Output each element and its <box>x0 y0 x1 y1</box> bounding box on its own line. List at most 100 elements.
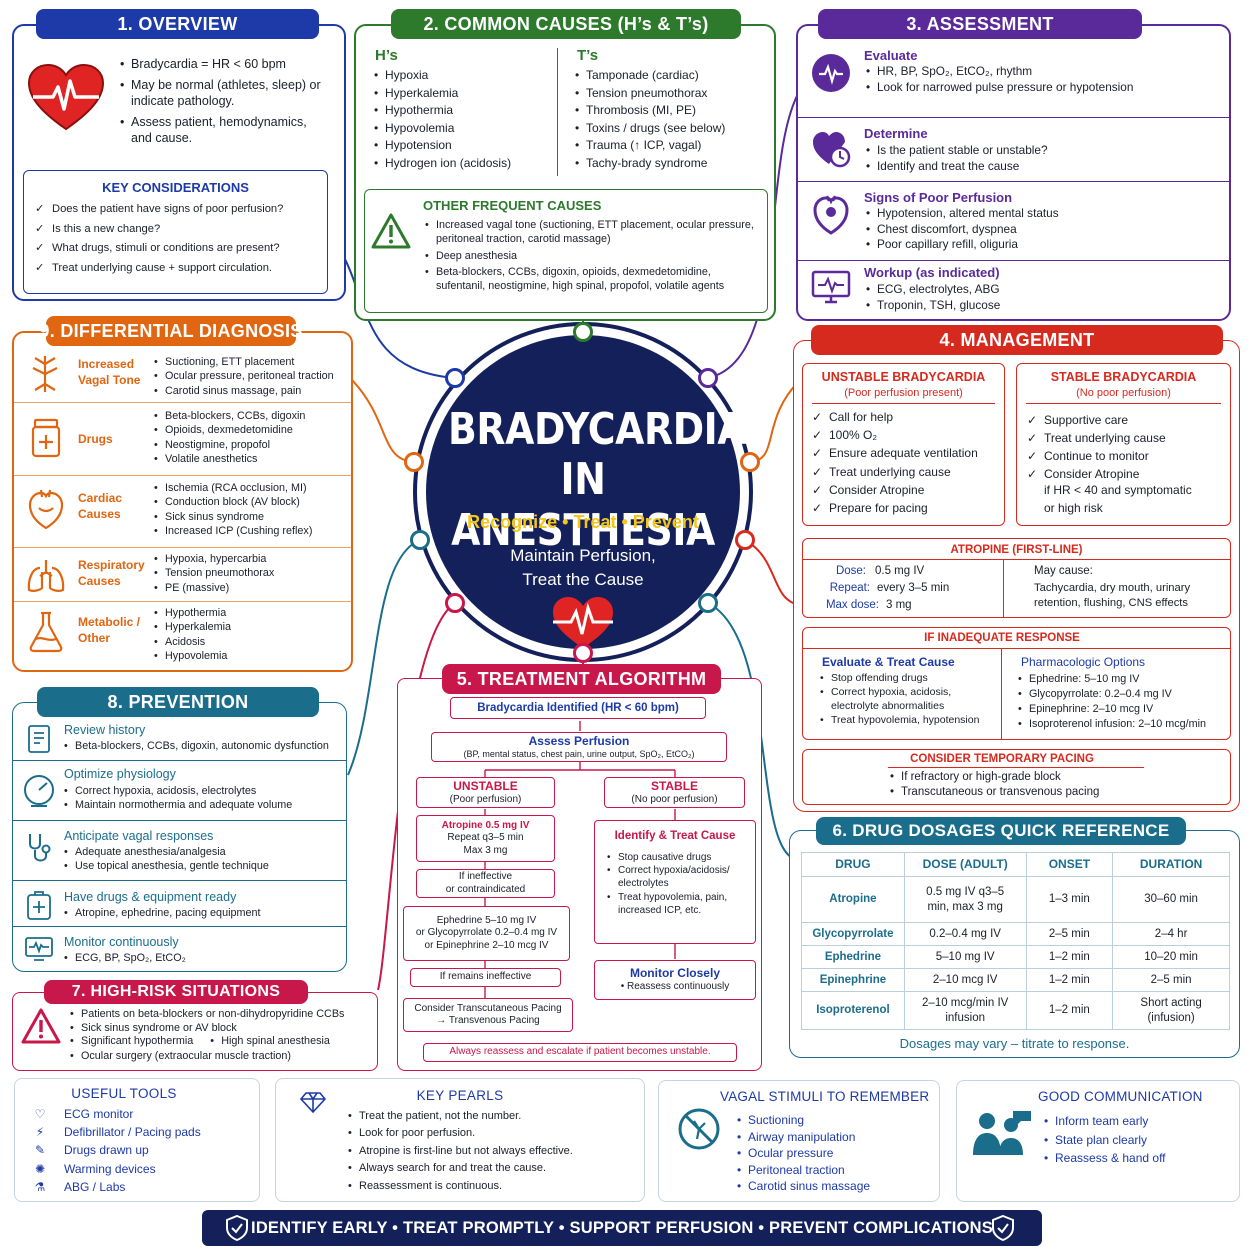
prevention-item: Adequate anesthesia/analgesia <box>62 845 344 860</box>
stable-item-cont: or high risk <box>1044 501 1103 515</box>
vagal-list: Suctioning Airway manipulation Ocular pr… <box>735 1112 935 1195</box>
algo-start-text: Bradycardia Identified (HR < 60 bpm) <box>477 701 679 714</box>
vagal-item: Peritoneal traction <box>735 1162 935 1179</box>
pearl-item: Look for poor perfusion. <box>346 1125 636 1143</box>
ring-node <box>573 643 593 663</box>
algo-pacing-line: Consider Transcutaneous Pacing <box>414 1002 562 1014</box>
ddx-section-title: Cardiac Causes <box>78 491 123 522</box>
h-item: Hypovolemia <box>372 120 552 138</box>
algo-ineffective-line: If ineffective <box>458 871 513 882</box>
center-heart-icon <box>550 595 616 651</box>
prevention-section-title: Review history <box>64 723 146 737</box>
pearl-item: Reassessment is continuous. <box>346 1178 636 1196</box>
stable-title: STABLE BRADYCARDIA <box>1050 370 1197 384</box>
drug-cell: 2–4 hr <box>1112 922 1230 946</box>
tool-item: Defibrillator / Pacing pads <box>64 1125 201 1140</box>
algo-remains-box: If remains ineffective <box>410 968 561 987</box>
tools-icons: ♡⚡✎✺⚗ <box>30 1105 50 1196</box>
lungs-icon <box>24 555 68 597</box>
dose-value: 0.5 mg IV <box>875 565 925 577</box>
vagal-nerve-icon <box>22 352 68 396</box>
pacing-underline <box>888 767 1144 768</box>
ddx-item: Hypoxia, hypercarbia <box>152 552 350 567</box>
stable-item-cont: if HR < 40 and symptomatic <box>1044 483 1192 497</box>
syringe-icon: ✎ <box>34 1143 46 1158</box>
algo-pacing-line: → Transvenous Pacing <box>436 1015 540 1026</box>
drug-note: Dosages may vary – titrate to response. <box>899 1036 1130 1051</box>
evaluate-list: HR, BP, SpO₂, EtCO₂, rhythm Look for nar… <box>864 64 1224 95</box>
gauge-icon <box>20 772 58 810</box>
ddx-item: Increased ICP (Cushing reflex) <box>152 524 350 539</box>
communication-list: Inform team early State plan clearly Rea… <box>1042 1112 1232 1168</box>
ddx-item: Carotid sinus massage, pain <box>152 384 350 399</box>
drug-cell: 2–10 mcg IV <box>903 968 1027 992</box>
t-item: Thrombosis (MI, PE) <box>573 102 768 120</box>
center-title-line1: BRADYCARDIA <box>447 404 747 455</box>
algo-stable-sub: (No poor perfusion) <box>631 793 718 805</box>
table-row: Glycopyrrolate 0.2–0.4 mg IV 2–5 min 2–4… <box>801 922 1230 946</box>
prevention-list: Beta-blockers, CCBs, digoxin, autonomic … <box>62 739 344 754</box>
unstable-item: Call for help <box>812 408 1002 426</box>
t-item: Toxins / drugs (see below) <box>573 120 768 138</box>
algo-atropine-line: Atropine 0.5 mg IV <box>441 819 530 831</box>
atropine-divider-h <box>802 559 1231 560</box>
algo-identify-list: Stop causative drugs Correct hypoxia/aci… <box>605 851 751 917</box>
assessment-item: ECG, electrolytes, ABG <box>864 282 1224 298</box>
algo-pressor-line: or Glycopyrrolate 0.2–0.4 mg IV <box>415 927 558 939</box>
key-item: What drugs, stimuli or conditions are pr… <box>35 239 325 259</box>
algo-assess-box: Assess Perfusion (BP, mental status, che… <box>431 732 727 762</box>
cardiac-heart-icon <box>810 192 852 236</box>
ring-node <box>404 452 424 472</box>
ddx-item: Hypothermia <box>152 606 350 621</box>
ddx-section-title: Increased Vagal Tone <box>78 357 141 388</box>
footer-text: IDENTIFY EARLY • TREAT PROMPTLY • SUPPOR… <box>251 1218 993 1237</box>
drug-cell: 30–60 min <box>1112 876 1230 923</box>
may-cause-label: May cause: <box>1034 565 1093 577</box>
algo-unstable-sub: (Poor perfusion) <box>449 793 522 805</box>
evaluate-treat-title: Evaluate & Treat Cause <box>822 655 955 669</box>
drug-table: DRUG DOSE (ADULT) ONSET DURATION Atropin… <box>801 852 1230 1030</box>
stable-divider <box>1026 403 1221 404</box>
t-item: Tamponade (cardiac) <box>573 67 768 85</box>
warning-icon <box>370 210 412 252</box>
key-item: Is this a new change? <box>35 220 325 240</box>
stable-item: Supportive care <box>1027 411 1227 429</box>
h-title: H’s <box>375 47 398 64</box>
pearl-item: Atropine is first-line but not always ef… <box>346 1143 636 1161</box>
algo-ineffective-line: or contraindicated <box>445 883 526 895</box>
ddx-section-title: Metabolic / Other <box>78 615 141 646</box>
drug-cell: 2–5 min <box>1112 968 1230 992</box>
algo-start-box: Bradycardia Identified (HR < 60 bpm) <box>450 697 706 719</box>
shield-check-icon <box>222 1213 252 1243</box>
stable-sub: (No poor perfusion) <box>1076 387 1171 399</box>
prevention-section-title: Anticipate vagal responses <box>64 829 214 843</box>
algorithm-arrows <box>484 721 676 998</box>
drug-kit-icon <box>22 889 56 923</box>
algorithm-header: 5. TREATMENT ALGORITHM <box>442 664 721 694</box>
algo-stable-text: STABLE <box>650 778 699 793</box>
pharm-options-title: Pharmacologic Options <box>1021 655 1146 669</box>
eval-item: Stop offending drugs <box>818 672 1000 686</box>
diamond-icon <box>298 1088 328 1116</box>
drug-cell: 0.2–0.4 mg IV <box>903 922 1027 946</box>
drug-name-cell: Glycopyrrolate <box>801 922 905 946</box>
overview-bullets: Bradycardia = HR < 60 bpm May be normal … <box>118 56 328 147</box>
center-sub1: Maintain Perfusion, <box>510 546 656 565</box>
ddx-item: Ocular pressure, peritoneal traction <box>152 369 350 384</box>
unstable-item: Ensure adequate ventilation <box>812 444 1002 462</box>
t-list: Tamponade (cardiac) Tension pneumothorax… <box>573 67 768 172</box>
pharm-item: Glycopyrrolate: 0.2–0.4 mg IV <box>1016 687 1228 702</box>
pacing-item: Transcutaneous or transvenous pacing <box>888 785 1188 800</box>
flask-icon <box>24 608 68 656</box>
prevention-item: Maintain normothermia and adequate volum… <box>62 798 344 813</box>
ddx-item: Hypovolemia <box>152 649 350 664</box>
may-cause-value: Tachycardia, dry mouth, urinary retentio… <box>1034 582 1191 610</box>
drug-cell: 1–2 min <box>1025 991 1114 1030</box>
ddx-list: Suctioning, ETT placement Ocular pressur… <box>152 355 350 398</box>
ddx-item: Conduction block (AV block) <box>152 495 350 510</box>
ddx-list: Beta-blockers, CCBs, digoxin Opioids, de… <box>152 409 350 466</box>
drug-cell: 0.5 mg IV q3–5 min, max 3 mg <box>903 876 1027 923</box>
history-doc-icon <box>22 722 56 756</box>
drug-name-cell: Epinephrine <box>801 968 905 992</box>
drug-dosage-header: 6. DRUG DOSAGES QUICK REFERENCE <box>816 817 1186 845</box>
